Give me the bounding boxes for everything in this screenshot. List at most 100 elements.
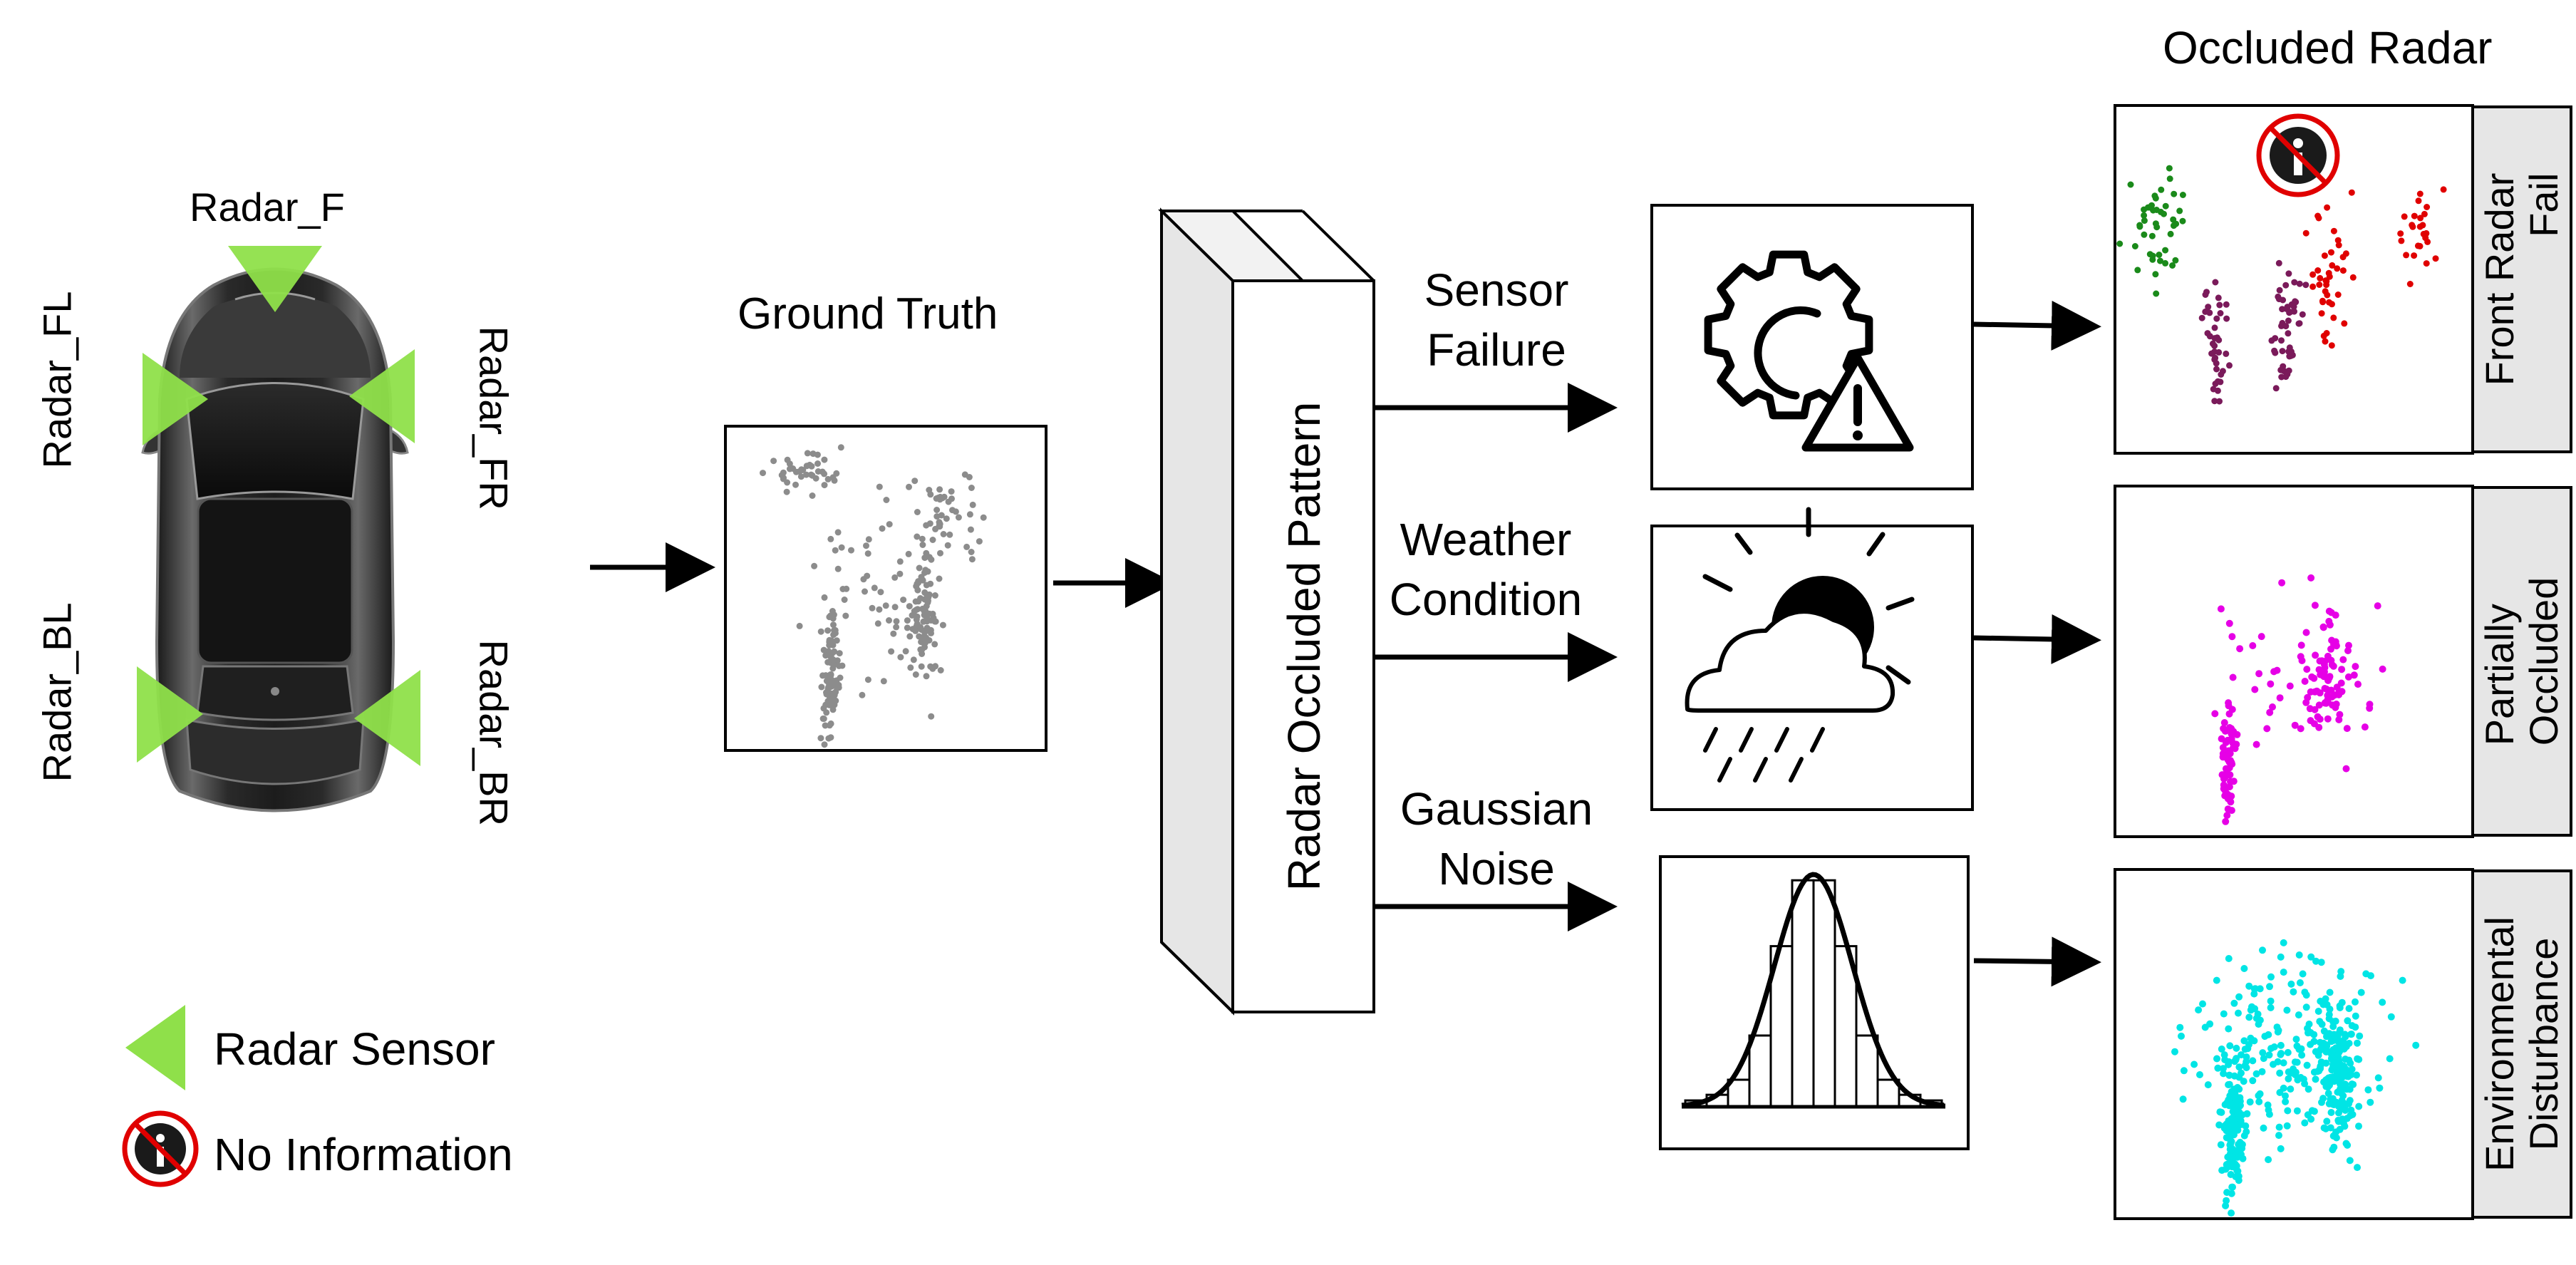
point [2240, 965, 2248, 972]
point [940, 531, 947, 537]
point [2321, 252, 2328, 259]
point [786, 460, 793, 468]
gear-warning-icon [1704, 250, 1914, 452]
point [2195, 1006, 2203, 1014]
point [932, 618, 939, 625]
point [865, 536, 872, 543]
point [912, 627, 919, 634]
point [2295, 1011, 2302, 1019]
point [2243, 1058, 2250, 1065]
point [2231, 1058, 2238, 1065]
point [831, 477, 838, 484]
point [2199, 1000, 2206, 1008]
point [832, 547, 839, 554]
point [2141, 212, 2148, 219]
point [807, 471, 814, 478]
point [2313, 687, 2321, 695]
point [2316, 282, 2323, 288]
point [2283, 1006, 2291, 1014]
point [2224, 1163, 2232, 1171]
point [2233, 1044, 2240, 1052]
point [2332, 642, 2340, 650]
point [2282, 1098, 2290, 1105]
scenario-2-label: Weather Condition [1365, 510, 1607, 629]
point [2317, 671, 2324, 678]
point [2286, 344, 2293, 351]
point [2305, 1021, 2313, 1028]
point [2335, 1029, 2343, 1037]
point [2297, 641, 2305, 649]
point [2330, 227, 2337, 234]
point [928, 556, 935, 563]
point [2320, 332, 2327, 339]
point [880, 678, 887, 685]
point [2225, 1081, 2233, 1088]
point [838, 544, 845, 551]
point [2198, 314, 2205, 321]
point [2329, 301, 2335, 308]
point [2291, 308, 2297, 315]
point [2227, 798, 2235, 806]
point [2145, 204, 2151, 211]
point [2379, 665, 2386, 673]
point [879, 525, 886, 532]
point [2286, 682, 2294, 690]
point [2291, 279, 2298, 286]
legend-radar-sensor-label: Radar Sensor [214, 1023, 495, 1075]
point [830, 621, 837, 629]
point [2178, 1032, 2185, 1040]
point [2312, 651, 2319, 659]
point [2329, 1063, 2337, 1071]
point [2228, 735, 2235, 743]
point [2258, 1068, 2266, 1075]
scenario-1-label: Sensor Failure [1390, 260, 1603, 380]
point [2217, 378, 2224, 386]
point [2344, 673, 2352, 681]
point [890, 630, 897, 637]
point [2285, 330, 2292, 337]
point [821, 456, 828, 463]
point [2279, 306, 2286, 313]
point [2127, 181, 2134, 188]
point [806, 461, 813, 468]
point [2364, 1086, 2372, 1094]
point [2341, 1103, 2349, 1111]
partially-occluded-text: Partially Occluded [2477, 577, 2566, 746]
point [2267, 1004, 2275, 1011]
point [2299, 311, 2306, 318]
point [2255, 1098, 2263, 1105]
point [2280, 969, 2287, 976]
point [2302, 991, 2310, 999]
point [2228, 1183, 2236, 1191]
point [2416, 190, 2424, 197]
point [2347, 1112, 2354, 1120]
point [2230, 1072, 2238, 1080]
scenario-2-label-line1: Weather [1400, 514, 1572, 565]
point [2153, 224, 2161, 231]
point [2230, 744, 2237, 752]
point [2269, 703, 2276, 711]
point [2330, 1132, 2338, 1140]
point [2307, 717, 2314, 725]
ground-truth-box [724, 425, 1048, 752]
point [839, 662, 846, 669]
point [2179, 217, 2186, 224]
point [2218, 1045, 2225, 1053]
point [2223, 1189, 2231, 1197]
point [2283, 1122, 2291, 1130]
point [2222, 817, 2230, 825]
point [2303, 666, 2311, 673]
point [2354, 1164, 2361, 1172]
point [928, 713, 935, 720]
point [2334, 291, 2342, 298]
point [2166, 165, 2173, 172]
point [2220, 1065, 2227, 1073]
point [2225, 710, 2233, 718]
point [814, 460, 821, 467]
point [829, 656, 837, 663]
point [2204, 330, 2211, 337]
point [910, 656, 917, 664]
point [803, 471, 809, 478]
point [948, 488, 955, 495]
point [804, 450, 811, 457]
